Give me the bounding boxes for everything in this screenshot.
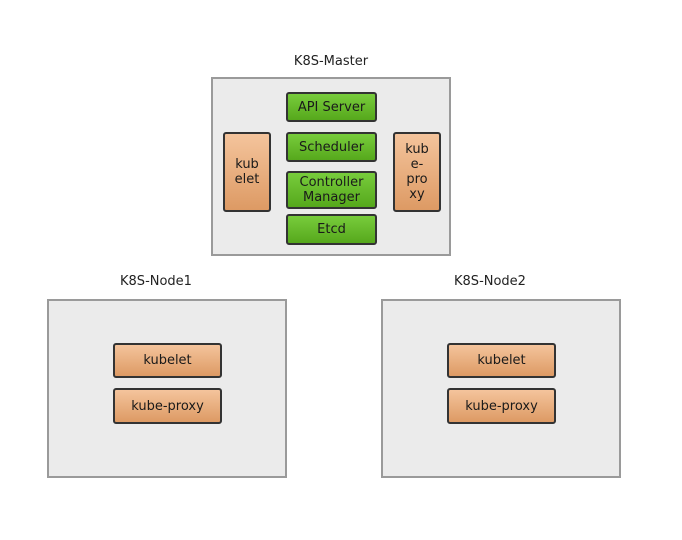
node1-title: K8S-Node1: [120, 274, 192, 289]
node1-panel: kubelet kube-proxy: [47, 299, 287, 478]
master-kube-proxy-label: kub e- pro xy: [405, 142, 429, 202]
node1-kubelet-label: kubelet: [143, 353, 192, 368]
etcd-label: Etcd: [317, 222, 346, 237]
master-kubelet-label: kub elet: [234, 157, 260, 187]
node1-kube-proxy-box: kube-proxy: [113, 388, 222, 424]
node2-kubelet-box: kubelet: [447, 343, 556, 378]
controller-manager-label: Controller Manager: [299, 175, 364, 205]
api-server-label: API Server: [297, 99, 366, 115]
master-kube-proxy-box: kub e- pro xy: [393, 132, 441, 212]
node2-title: K8S-Node2: [454, 274, 526, 289]
node1-kube-proxy-label: kube-proxy: [131, 398, 204, 414]
master-title: K8S-Master: [293, 54, 369, 69]
controller-manager-box: Controller Manager: [286, 171, 377, 209]
scheduler-label: Scheduler: [298, 139, 365, 155]
master-panel: API Server Scheduler Controller Manager …: [211, 77, 451, 256]
api-server-box: API Server: [286, 92, 377, 122]
master-kubelet-box: kub elet: [223, 132, 271, 212]
scheduler-box: Scheduler: [286, 132, 377, 162]
node2-kubelet-label: kubelet: [477, 353, 526, 368]
node2-panel: kubelet kube-proxy: [381, 299, 621, 478]
etcd-box: Etcd: [286, 214, 377, 245]
node1-kubelet-box: kubelet: [113, 343, 222, 378]
node2-kube-proxy-box: kube-proxy: [447, 388, 556, 424]
node2-kube-proxy-label: kube-proxy: [465, 398, 538, 414]
